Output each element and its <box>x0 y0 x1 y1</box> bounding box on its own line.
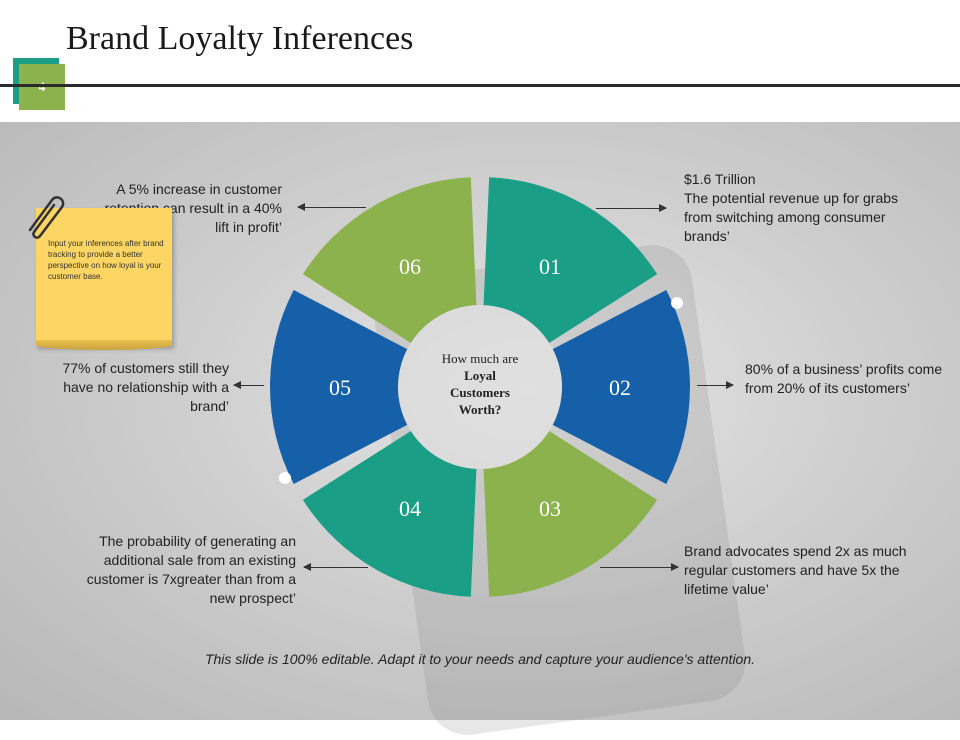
segment-number-06: 06 <box>399 254 421 279</box>
center-question-line2: Loyal <box>464 368 496 383</box>
wheel-dot-left <box>279 472 291 484</box>
center-question-line4: Worth? <box>458 402 502 417</box>
sticky-note-text: Input your inferences after brand tracki… <box>48 239 164 281</box>
note-04: The probability of generating an additio… <box>86 533 296 606</box>
wheel-segment-04 <box>302 431 477 597</box>
segment-number-04: 04 <box>399 496 421 521</box>
loyalty-wheel: 01 02 03 04 05 06 <box>270 177 690 597</box>
center-question-line3: Customers <box>450 385 510 400</box>
sticky-note-curl <box>36 340 172 350</box>
wheel-segment-05 <box>270 290 408 484</box>
segment-number-01: 01 <box>539 254 561 279</box>
page-number-badge: 4 <box>19 64 65 110</box>
slide-footer: This slide is 100% editable. Adapt it to… <box>204 651 756 667</box>
wheel-segment-02 <box>552 290 690 484</box>
segment-number-03: 03 <box>539 496 561 521</box>
arrow-02 <box>697 381 734 389</box>
center-question: How much are Loyal Customers Worth? <box>410 350 550 418</box>
paperclip-icon <box>28 196 65 239</box>
sticky-note: Input your inferences after brand tracki… <box>36 208 172 346</box>
segment-number-02: 02 <box>609 375 631 400</box>
wheel-segment-03 <box>483 431 658 597</box>
wheel-segment-06 <box>302 177 477 343</box>
slide-title: Brand Loyalty Inferences <box>66 20 414 57</box>
arrow-04 <box>303 563 368 571</box>
arrow-05 <box>233 381 264 389</box>
segment-number-05: 05 <box>329 375 351 400</box>
arrow-06 <box>297 203 366 211</box>
note-05: 77% of customers still they have no rela… <box>62 360 229 414</box>
center-question-line1: How much are <box>441 351 519 366</box>
arrow-01 <box>596 204 667 212</box>
note-03: Brand advocates spend 2x as much regular… <box>684 543 907 597</box>
note-01: $1.6 Trillion The potential revenue up f… <box>684 171 899 244</box>
wheel-dot-right <box>671 297 683 309</box>
wheel-segment-01 <box>483 177 658 343</box>
arrow-03 <box>600 563 679 571</box>
wheel-center-circle <box>398 305 562 469</box>
header-divider <box>0 84 960 87</box>
note-02: 80% of a business’ profits come from 20%… <box>745 361 943 396</box>
